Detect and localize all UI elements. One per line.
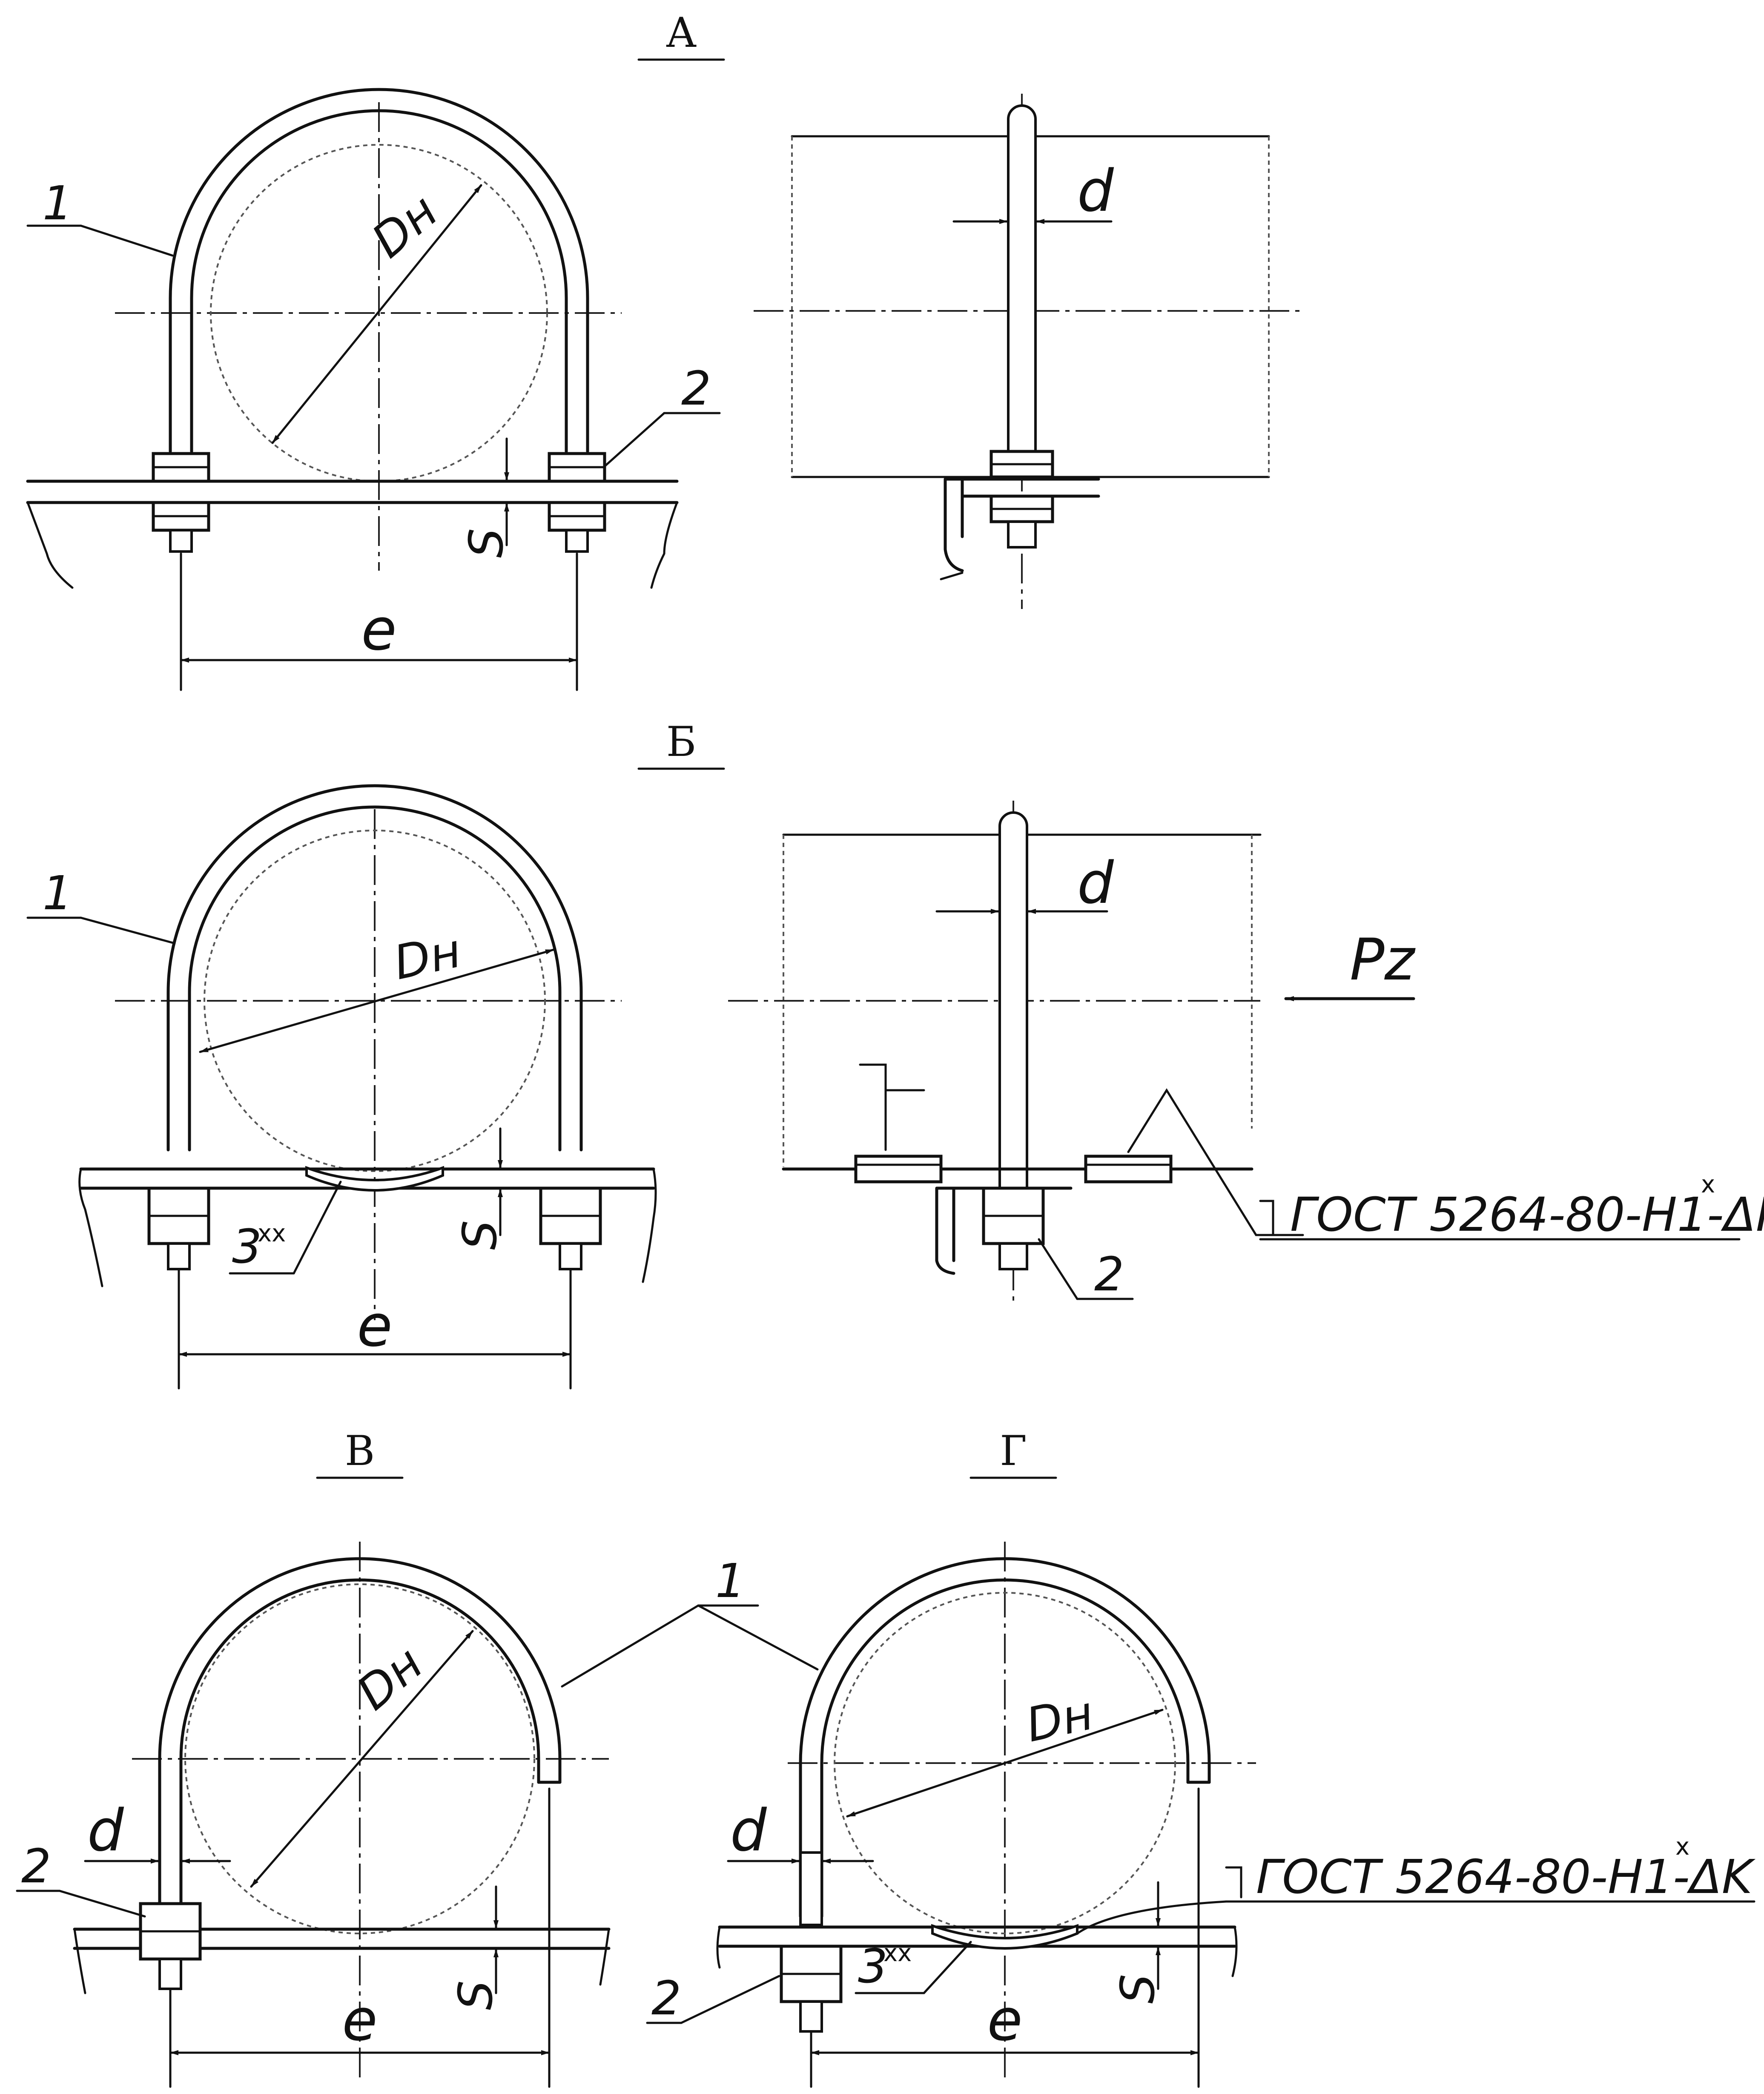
view-b-pos2-leader [1038, 1238, 1078, 1300]
view-a: А Dн 1 2 [26, 9, 1303, 691]
view-v-dia-dim [250, 1630, 474, 1888]
view-b-break-left [78, 1168, 103, 1287]
view-g-dia-dim [846, 1709, 1164, 1818]
view-b-weld-note: ГОСТ 5264-80-Н1-ΔK [1290, 1187, 1764, 1242]
view-a-pos2-label: 2 [681, 361, 711, 416]
view-a-pos1-label: 1 [43, 176, 72, 230]
view-g-pos1-label: 1 [715, 1554, 745, 1608]
view-b-weld-leader-left [859, 1063, 925, 1151]
view-b-u-bolt-outer [166, 784, 583, 1152]
view-v-span-label: e [342, 1987, 377, 2054]
view-b-pos3-sup: xx [258, 1220, 286, 1247]
view-b-pos2-label: 2 [1094, 1247, 1124, 1301]
view-a-u-bolt-outer [169, 88, 589, 453]
view-b: Б Dн 1 3 xx S [26, 718, 1764, 1390]
view-g-rod-label: d [730, 1797, 767, 1864]
view-b-side-rod [998, 811, 1028, 1189]
view-a-dia-dim [271, 184, 482, 444]
view-b-weld-sup: x [1701, 1171, 1715, 1198]
view-v-pos2-label: 2 [21, 1839, 51, 1893]
view-g-u-bolt-inner [820, 1578, 1190, 1918]
view-v-title: В [345, 1427, 375, 1475]
view-b-saddle-pad [305, 1166, 444, 1192]
view-v-u-bolt-inner [179, 1578, 540, 1937]
view-g-pipe-outline [834, 1592, 1176, 1934]
view-a-bolt-end-right [565, 529, 589, 553]
view-v-u-bolt-outer [158, 1557, 562, 1937]
view-g-weld-note: ГОСТ 5264-80-Н1-ΔK [1256, 1850, 1756, 1904]
view-v-break-right [599, 1928, 610, 1986]
view-b-u-bolt-inner [188, 805, 562, 1152]
view-g-dia-label: Dн [1021, 1686, 1098, 1753]
view-v-pipe-outline [184, 1583, 535, 1934]
view-b-title: Б [666, 718, 697, 766]
view-g-pos3-label: 3 [858, 1939, 888, 1993]
view-a-rod-label: d [1077, 158, 1114, 224]
view-a-span-label: e [361, 596, 396, 663]
view-b-thk-label: S [453, 1220, 507, 1250]
view-a-thk-label: S [459, 528, 513, 558]
view-b-pos1-label: 1 [43, 866, 72, 920]
view-a-break-left [26, 501, 74, 589]
view-b-dia-dim [199, 948, 555, 1053]
view-g-span-label: e [987, 1987, 1022, 2054]
view-b-weld-leader-right [1127, 1088, 1304, 1236]
view-g-thk-label: S [1110, 1974, 1165, 2004]
view-a-side-rod [1007, 104, 1037, 453]
view-b-stop-plate-right [1084, 1155, 1173, 1183]
view-a-side-rod-end [1007, 520, 1037, 549]
view-g-break-left [716, 1926, 721, 1969]
view-a-pos2-leader [603, 412, 665, 468]
view-a-title: А [666, 9, 697, 57]
view-b-force-label: Pz [1350, 926, 1416, 993]
view-g-weld-leader [1076, 1900, 1228, 1935]
view-g-rod-thread [799, 1851, 823, 1926]
view-b-stop-plate-left [854, 1155, 943, 1183]
view-b-dia-label: Dн [389, 923, 466, 991]
view-g-weld-sup: x [1675, 1833, 1689, 1861]
view-g-pos2-label: 2 [651, 1971, 681, 2025]
view-a-bolt-end-left [169, 529, 193, 553]
view-a-side-plate [944, 477, 1100, 572]
view-g-break-right [1231, 1926, 1238, 1977]
view-v-thk-label: S [448, 1980, 503, 2010]
views-vg-pos1: 1 [561, 1554, 819, 1688]
view-vg-pos1-leader-g [697, 1604, 819, 1671]
view-b-rod-label: d [1077, 850, 1114, 916]
view-v-rod-label: d [87, 1797, 124, 1864]
view-g-pos3-sup: xx [883, 1939, 912, 1967]
view-a-pipe-outline [210, 144, 548, 482]
view-vg-pos1-leader-v [561, 1604, 700, 1688]
view-b-pos3-label: 3 [232, 1219, 262, 1274]
view-b-break-right [642, 1168, 657, 1283]
view-v: В Dн d 2 S e [16, 1427, 611, 2088]
view-g: Г Dн d 2 3 xx S [646, 1427, 1756, 2088]
view-g-u-bolt-outer [799, 1557, 1211, 1918]
view-a-break-right [650, 501, 678, 589]
view-v-break-left [73, 1928, 86, 1994]
view-a-dia-label: Dн [361, 184, 447, 268]
view-a-u-bolt-inner [190, 109, 568, 453]
view-g-title: Г [1000, 1427, 1027, 1475]
view-b-span-label: e [357, 1293, 392, 1359]
